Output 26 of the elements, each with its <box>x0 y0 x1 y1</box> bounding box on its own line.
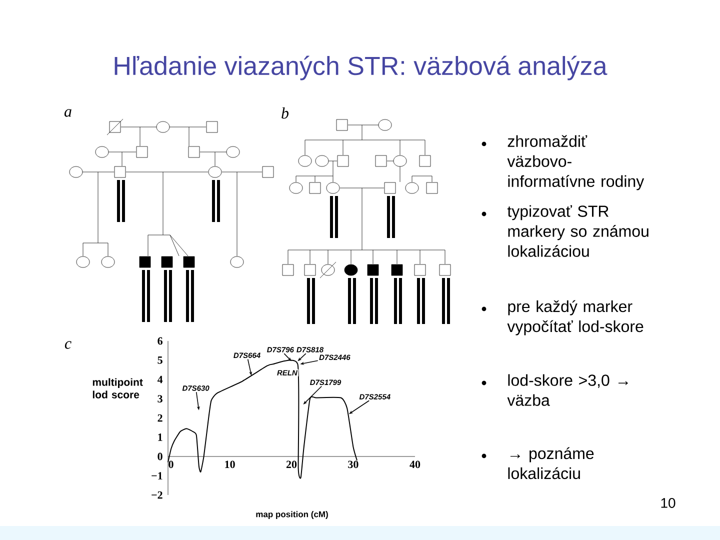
tick-label: 0 <box>158 452 162 460</box>
bullet-text: lod-skore >3,0 → väzba <box>507 374 628 406</box>
tick-label: 30 <box>348 460 358 468</box>
bullet-text: typizovať STR markery so známou lokalizáciou <box>507 205 648 257</box>
tick-label: 2 <box>158 414 162 422</box>
bullet-text: pre každý marker vypočítať lod-skore <box>507 300 644 336</box>
tick-label: 40 <box>410 460 420 468</box>
panel-letter: c <box>64 341 72 349</box>
page-number: 10 <box>661 498 676 508</box>
bullet-text: zhromaždiť väzbovo-informatívne rodiny <box>507 135 644 190</box>
panel-letter: a <box>64 109 72 117</box>
tick-label: −2 <box>152 491 162 499</box>
tick-label: 5 <box>158 356 162 364</box>
panel-letter: b <box>282 107 289 119</box>
slide-title: Hľadanie viazaných STR: väzbová analýza <box>114 56 608 80</box>
tick-label: 0 <box>168 460 174 468</box>
tick-label: 6 <box>158 337 162 345</box>
axis-label: multipoint lod score <box>92 378 143 398</box>
bullet-text: → poznáme lokalizáciu <box>508 447 594 480</box>
axis-label: map position (cM) <box>256 511 328 519</box>
tick-label: 1 <box>158 434 162 441</box>
tick-label: 10 <box>225 460 235 468</box>
tick-label: 4 <box>157 376 163 384</box>
tick-label: 20 <box>286 460 297 468</box>
tick-label: −1 <box>152 472 162 480</box>
tick-label: 3 <box>158 395 162 402</box>
